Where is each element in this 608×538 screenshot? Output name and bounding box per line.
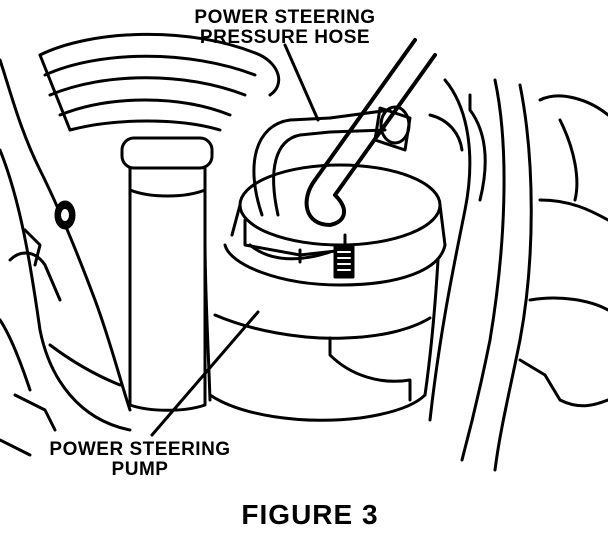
engine-block (0, 58, 132, 457)
pump-label: POWER STEERING PUMP (20, 440, 260, 480)
pressure-hose-label: POWER STEERING PRESSURE HOSE (150, 8, 420, 48)
frame-rail (428, 78, 608, 472)
pump-label-line1: POWER STEERING (49, 439, 231, 460)
pump-label-line2: PUMP (111, 458, 169, 480)
strut-assembly (38, 32, 281, 412)
pump-body (203, 163, 447, 422)
leader-lines (150, 43, 320, 437)
pressure-hose (252, 38, 437, 227)
pressure-hose-label-line1: POWER STEERING (194, 7, 376, 28)
pressure-hose-label-line2: PRESSURE HOSE (199, 26, 371, 48)
figure-caption: FIGURE 3 (241, 499, 379, 530)
